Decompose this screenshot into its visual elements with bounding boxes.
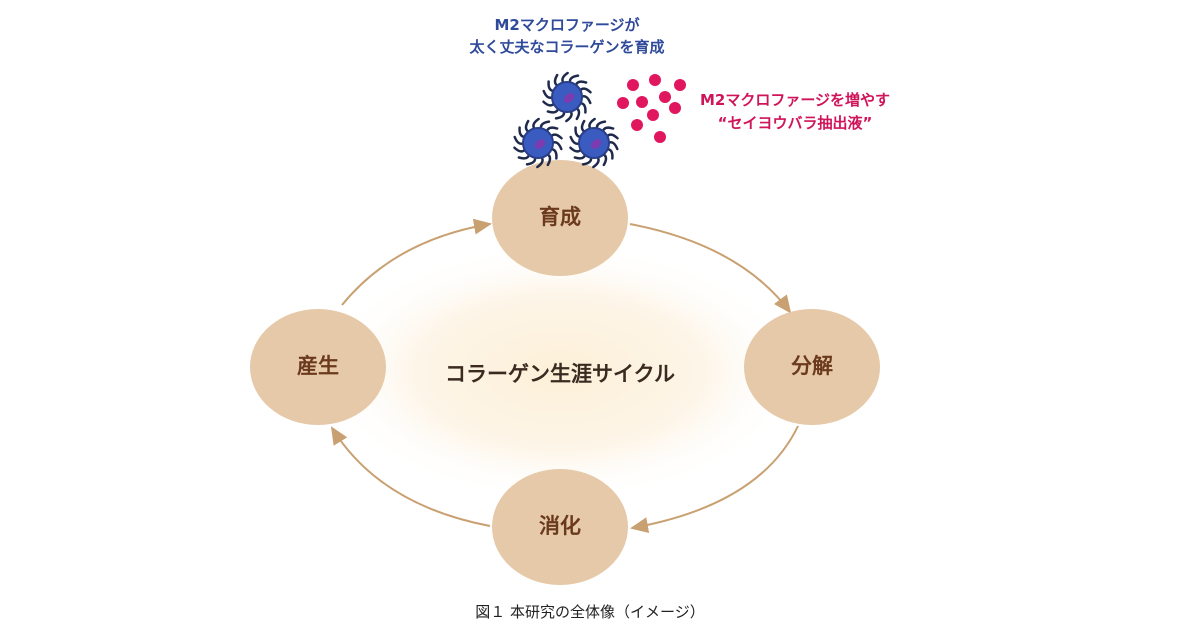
extract-note-line1: M2マクロファージを増やす — [700, 91, 890, 109]
extract-particle — [617, 97, 629, 109]
node-degrade — [744, 309, 880, 425]
arrow-digest-to-produce — [330, 426, 491, 527]
stage-grow: 育成 — [539, 205, 581, 229]
center-glow — [320, 242, 800, 502]
macrophage-note-line2: 太く丈夫なコラーゲンを育成 — [469, 38, 664, 56]
stage-digest: 消化 — [539, 514, 581, 538]
extract-particle — [631, 119, 643, 131]
stage-produce: 産生 — [297, 354, 339, 378]
macrophage-icon — [542, 71, 592, 123]
macrophage-icon — [513, 117, 563, 169]
stage-degrade: 分解 — [791, 354, 833, 378]
arrow-grow-to-degrade — [629, 223, 792, 314]
extract-note-line2: “セイヨウバラ抽出液” — [718, 114, 873, 132]
arrow-produce-to-grow — [341, 218, 492, 306]
node-produce — [250, 309, 386, 425]
macrophage-icon — [569, 117, 619, 169]
node-grow — [492, 160, 628, 276]
extract-particle — [649, 74, 661, 86]
extract-particle — [674, 79, 686, 91]
node-digest — [492, 469, 628, 585]
extract-particle — [654, 131, 666, 143]
extract-particle — [669, 102, 681, 114]
extract-particle — [627, 79, 639, 91]
extract-particle — [647, 109, 659, 121]
extract-particle — [636, 96, 648, 108]
figure-caption: 図１ 本研究の全体像（イメージ） — [475, 603, 704, 621]
cycle-title: コラーゲン生涯サイクル — [445, 362, 675, 386]
macrophage-note-line1: M2マクロファージが — [494, 16, 640, 34]
extract-particle — [659, 91, 671, 103]
arrow-degrade-to-digest — [630, 425, 799, 534]
